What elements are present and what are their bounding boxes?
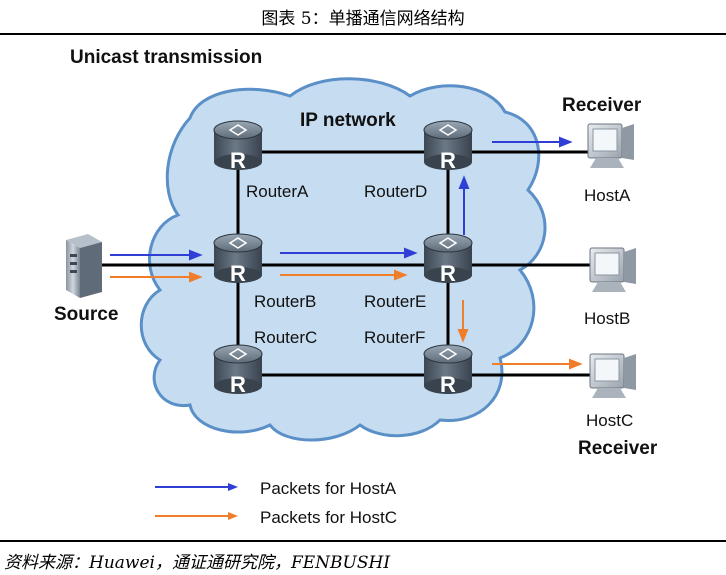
router-a-icon bbox=[213, 120, 263, 170]
hostc-computer-icon bbox=[589, 353, 636, 398]
router-b-glyph: R bbox=[230, 261, 246, 286]
source-label: Source bbox=[54, 304, 118, 325]
source-note: 资料来源：Huawei，通证通研究院，FENBUSHI bbox=[4, 553, 391, 573]
router-f-label: RouterF bbox=[364, 328, 425, 347]
source-server-icon bbox=[66, 234, 102, 298]
router-c-icon bbox=[213, 344, 263, 394]
router-e-label: RouterE bbox=[364, 292, 426, 311]
router-e-glyph: R bbox=[440, 261, 456, 286]
legend-item-hostc: Packets for HostC bbox=[155, 508, 397, 527]
hosta-computer-icon bbox=[587, 123, 634, 168]
router-d-glyph: R bbox=[440, 148, 456, 173]
hostc-packet-flow bbox=[110, 269, 583, 370]
title-rule bbox=[0, 33, 726, 35]
cloud-label: IP network bbox=[300, 110, 396, 131]
diagram-heading: Unicast transmission bbox=[70, 47, 262, 68]
ip-network-cloud bbox=[139, 77, 547, 442]
router-c-glyph: R bbox=[230, 372, 246, 397]
router-d-label: RouterD bbox=[364, 182, 427, 201]
legend-item-hosta: Packets for HostA bbox=[155, 479, 397, 498]
hostb-computer-icon bbox=[589, 247, 636, 292]
router-e-icon bbox=[423, 233, 473, 283]
hosta-label: HostA bbox=[584, 186, 631, 205]
figure-title: 图表 5：单播通信网络结构 bbox=[261, 9, 465, 29]
hostc-label: HostC bbox=[586, 411, 633, 430]
hosta-packet-flow bbox=[110, 136, 573, 261]
router-f-icon bbox=[423, 344, 473, 394]
router-a-glyph: R bbox=[230, 148, 246, 173]
legend-label-hosta: Packets for HostA bbox=[260, 479, 397, 498]
router-f-glyph: R bbox=[440, 372, 456, 397]
receiver-bottom-label: Receiver bbox=[578, 438, 658, 459]
router-c-label: RouterC bbox=[254, 328, 317, 347]
router-a-label: RouterA bbox=[246, 182, 309, 201]
hostb-label: HostB bbox=[584, 309, 630, 328]
legend-label-hostc: Packets for HostC bbox=[260, 508, 397, 527]
receiver-top-label: Receiver bbox=[562, 95, 642, 116]
router-d-icon bbox=[423, 120, 473, 170]
router-b-icon bbox=[213, 233, 263, 283]
unicast-network-diagram: R R R R R R Unicast transmission IP netw… bbox=[54, 47, 658, 527]
source-rule bbox=[0, 540, 726, 542]
legend: Packets for HostA Packets for HostC bbox=[155, 479, 397, 527]
router-b-label: RouterB bbox=[254, 292, 316, 311]
